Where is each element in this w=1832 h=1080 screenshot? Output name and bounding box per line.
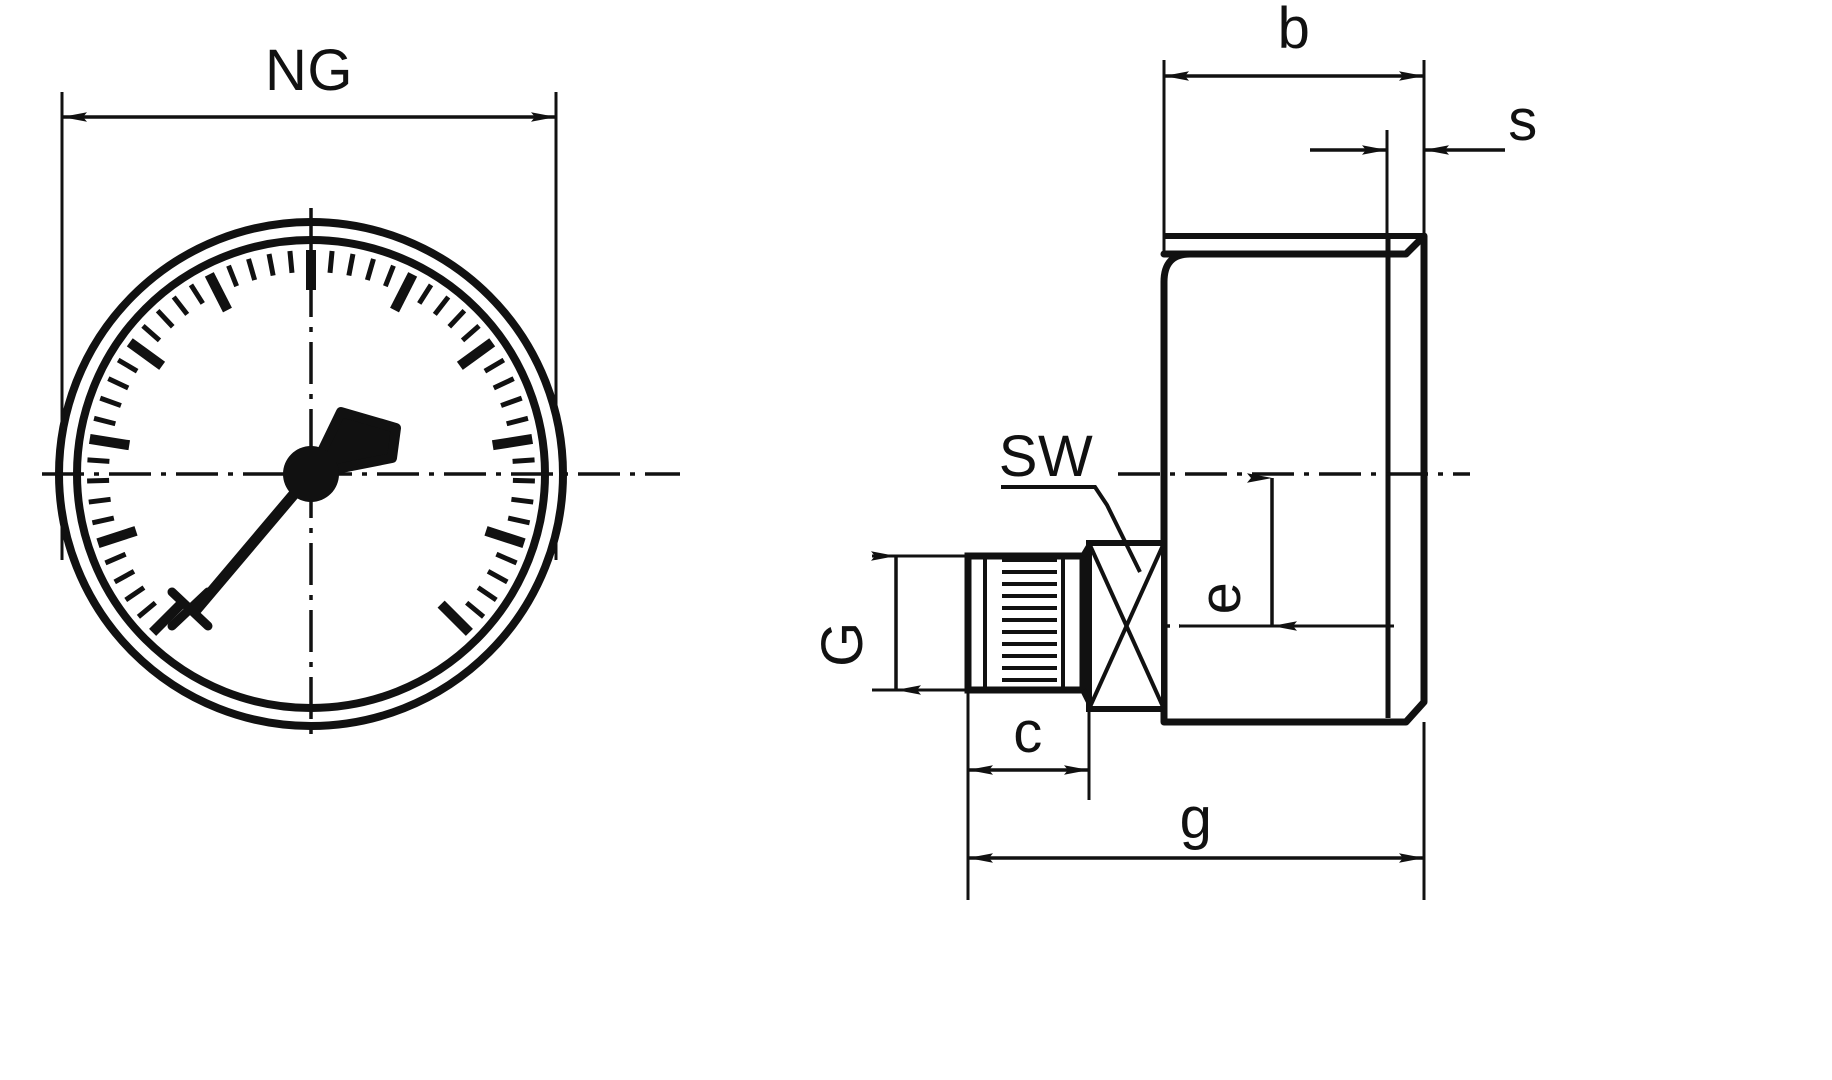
- scale-minor-tick: [486, 569, 509, 585]
- thread-outer-lines: [983, 558, 1065, 688]
- scale-minor-tick: [364, 258, 376, 281]
- thread-shoulder-top: [1080, 543, 1092, 558]
- scale-minor-tick: [346, 253, 356, 277]
- c-dimension-label: c: [1013, 700, 1043, 765]
- scale-minor-tick: [492, 376, 515, 391]
- scale-major-tick: [456, 338, 496, 370]
- s-dimension-label: s: [1508, 88, 1538, 153]
- scale-minor-tick: [512, 477, 535, 484]
- scale-minor-tick: [88, 496, 111, 505]
- scale-minor-tick: [87, 457, 110, 464]
- scale-minor-tick: [266, 253, 276, 277]
- sw-dimension-label: SW: [999, 424, 1093, 489]
- scale-minor-tick: [447, 308, 467, 329]
- front-view: NG: [42, 38, 680, 742]
- scale-minor-tick: [511, 496, 534, 505]
- scale-minor-tick: [171, 295, 190, 316]
- scale-major-tick: [204, 272, 232, 313]
- scale-major-tick: [484, 526, 526, 548]
- scale-major-tick: [437, 600, 473, 636]
- case-body-outline: [1160, 232, 1428, 726]
- scale-major-tick: [126, 338, 166, 370]
- sw-leader-line: [1001, 485, 1142, 573]
- scale-minor-tick: [226, 264, 239, 288]
- c-extension-lines: [966, 692, 1091, 900]
- scale-minor-tick: [512, 457, 535, 464]
- scale-minor-tick: [506, 415, 529, 427]
- scale-tick-group: [87, 250, 535, 636]
- scale-minor-tick: [188, 283, 205, 305]
- scale-minor-tick: [287, 250, 295, 274]
- b-extension-lines: [1162, 60, 1426, 252]
- scale-minor-tick: [87, 477, 110, 484]
- scale-minor-tick: [465, 600, 486, 619]
- scale-minor-tick: [417, 283, 434, 305]
- scale-minor-tick: [113, 569, 136, 585]
- g-total-dimension-label: g: [1180, 786, 1213, 851]
- scale-minor-tick: [483, 357, 506, 374]
- scale-minor-tick: [327, 250, 335, 274]
- side-view: b s e SW: [810, 0, 1538, 900]
- scale-minor-tick: [99, 395, 122, 408]
- ng-dimension-label: NG: [265, 38, 353, 103]
- scale-major-tick: [390, 272, 418, 313]
- scale-major-tick: [491, 434, 534, 451]
- scale-minor-tick: [460, 323, 481, 343]
- scale-minor-tick: [104, 551, 127, 566]
- scale-minor-tick: [383, 264, 396, 288]
- spanner-flats-cross: [1087, 542, 1166, 710]
- scale-minor-tick: [124, 585, 146, 602]
- scale-major-tick: [88, 434, 131, 451]
- scale-minor-tick: [116, 357, 139, 374]
- scale-minor-tick: [476, 585, 498, 602]
- b-dimension-label: b: [1278, 0, 1311, 61]
- scale-minor-tick: [136, 600, 157, 619]
- thread-hatch-lines: [1002, 558, 1057, 682]
- scale-minor-tick: [500, 395, 523, 408]
- scale-minor-tick: [495, 551, 518, 566]
- pointer-tail: [190, 468, 317, 616]
- scale-minor-tick: [107, 376, 130, 391]
- set-pointer-mark: [167, 587, 213, 631]
- scale-minor-tick: [507, 515, 531, 526]
- scale-minor-tick: [93, 415, 116, 427]
- scale-minor-tick: [432, 295, 451, 316]
- scale-major-tick: [149, 600, 185, 636]
- scale-minor-tick: [141, 323, 162, 343]
- e-dimension-label: e: [1188, 582, 1253, 615]
- scale-minor-tick: [246, 258, 258, 281]
- scale-major-tick: [96, 526, 138, 548]
- pointer-hub: [283, 446, 339, 502]
- scale-minor-tick: [155, 308, 175, 329]
- scale-minor-tick: [91, 515, 115, 526]
- g-thread-dimension-label: G: [810, 621, 875, 667]
